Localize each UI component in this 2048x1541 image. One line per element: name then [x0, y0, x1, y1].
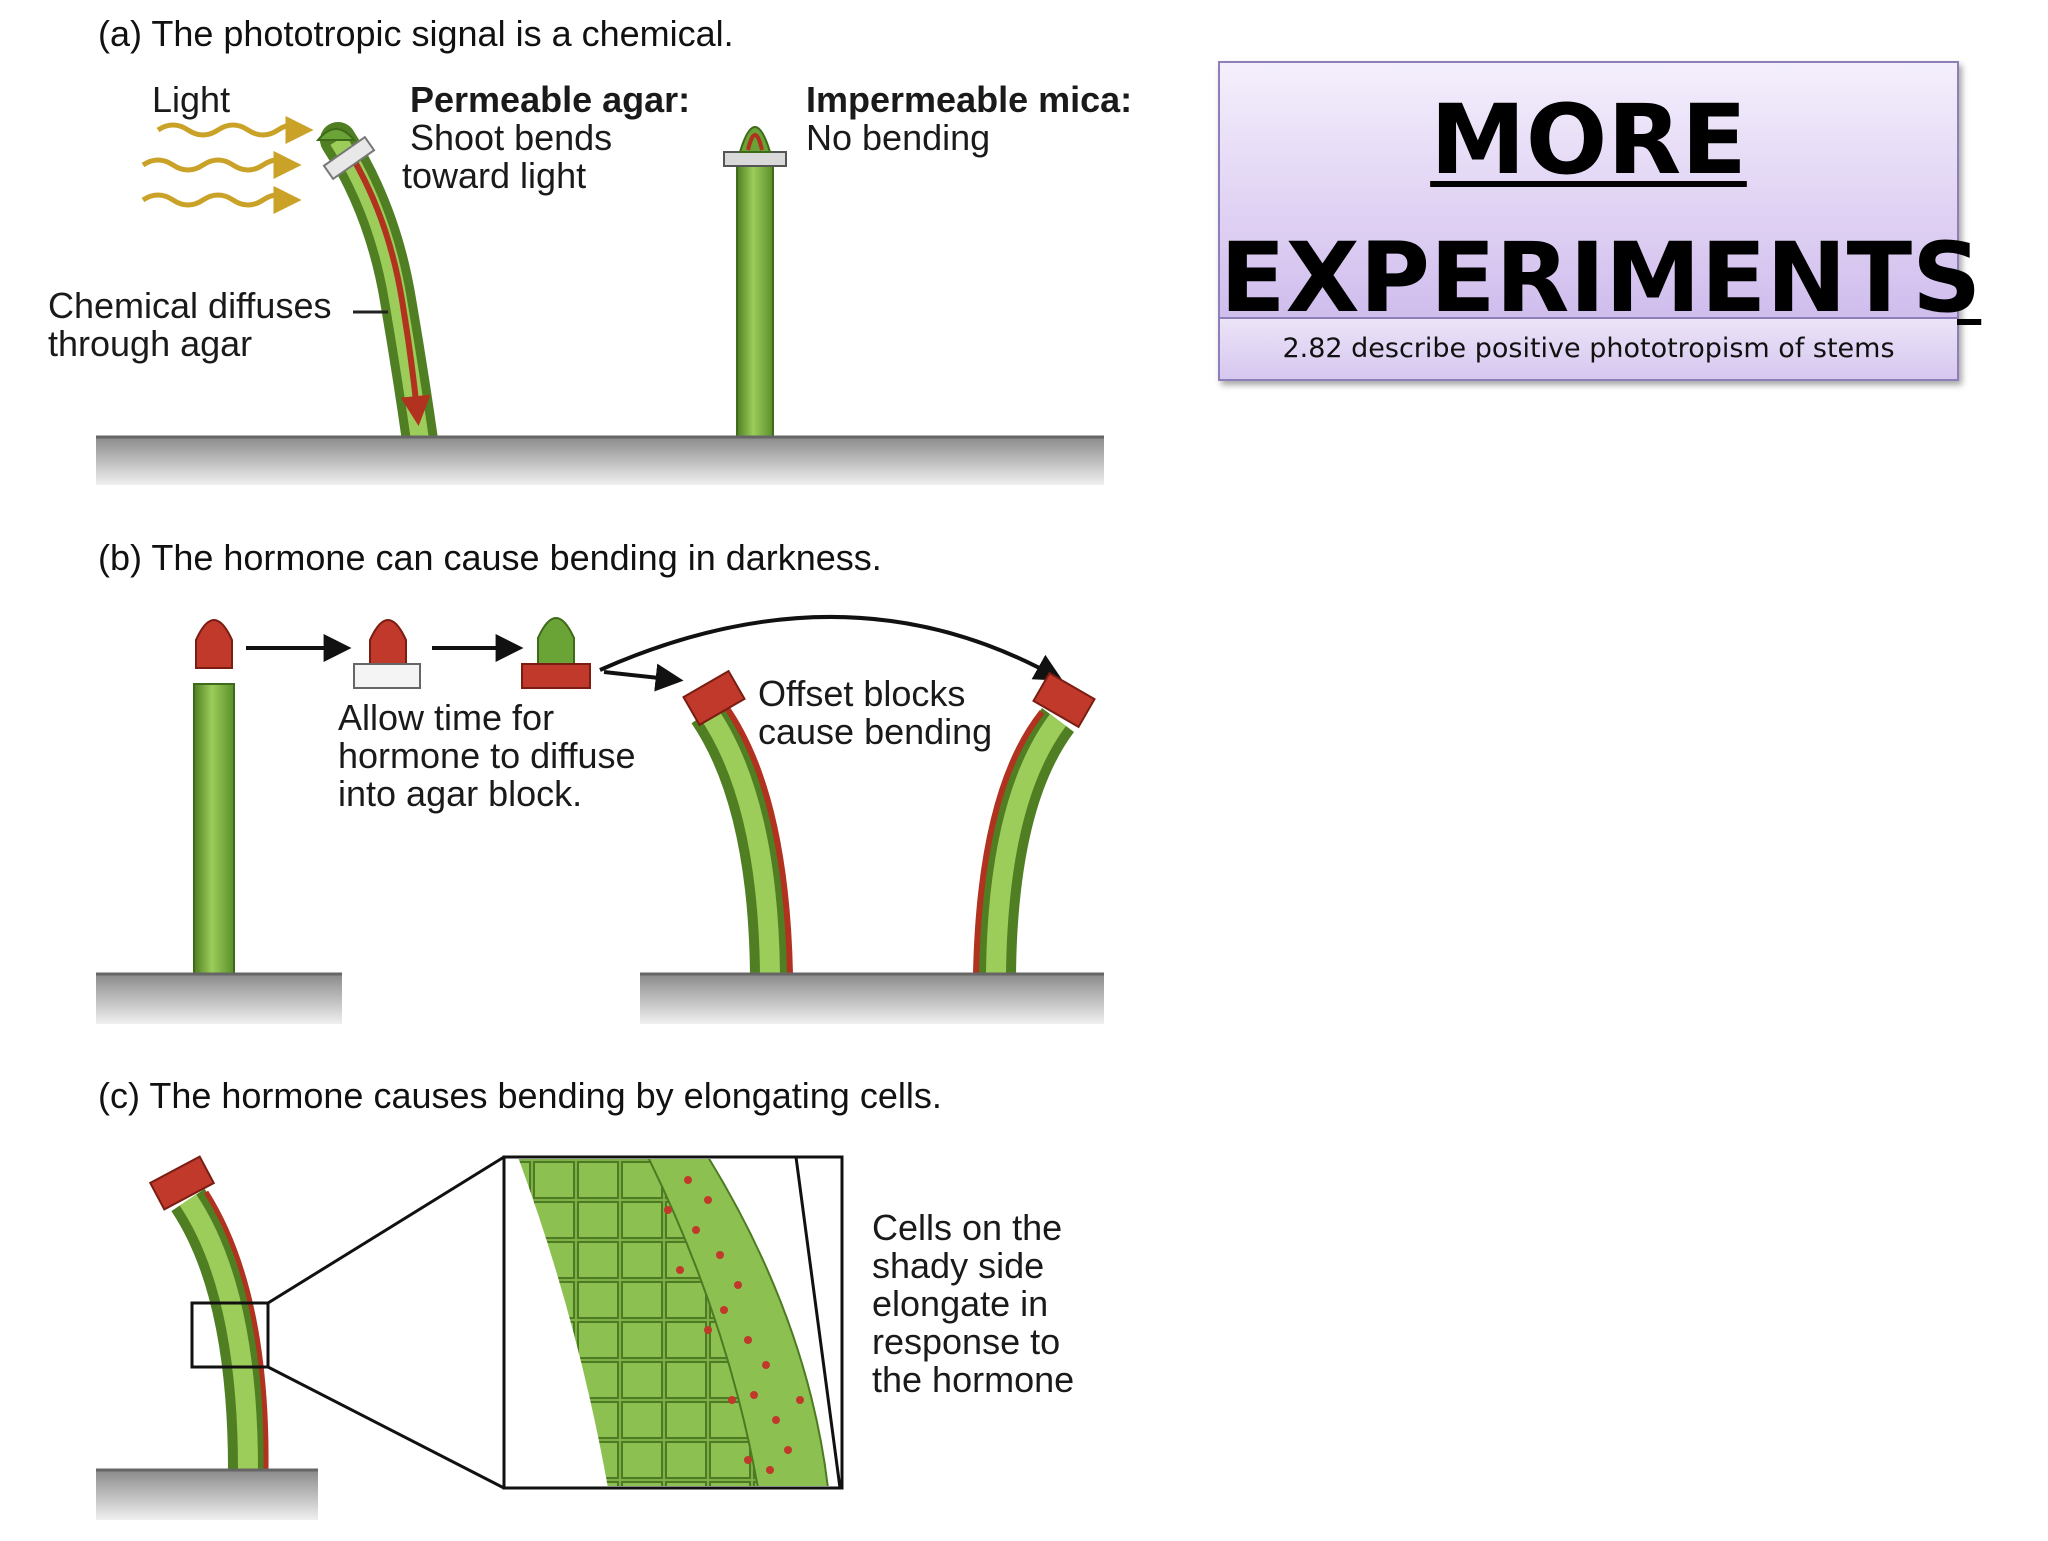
- chemical-line1: Chemical diffuses: [48, 285, 331, 326]
- magnified-cells: [502, 1155, 844, 1490]
- ground-c: [96, 1470, 318, 1520]
- agar-plain: [353, 663, 421, 689]
- cells-line4: response to: [872, 1321, 1060, 1362]
- hormone-dots: [664, 1176, 804, 1474]
- panel-a-heading: (a) The phototropic signal is a chemical…: [98, 13, 734, 54]
- phototropism-diagram: (a) The phototropic signal is a chemical…: [48, 0, 1164, 1536]
- offset-block-left: [682, 669, 746, 727]
- decapitated-shoot: [193, 683, 235, 975]
- subtitle-bar: 2.82 describe positive phototropism of s…: [1220, 317, 1957, 379]
- straight-shoot: [736, 164, 774, 438]
- light-label: Light: [152, 79, 230, 120]
- allow-line2: hormone to diffuse: [338, 735, 636, 776]
- title-box: MORE EXPERIMENTS 2.82 describe positive …: [1218, 61, 1982, 381]
- offset-line2: cause bending: [758, 711, 992, 752]
- cells-line5: the hormone: [872, 1359, 1074, 1400]
- permeable-line1: Shoot bends: [410, 117, 612, 158]
- offset-line1: Offset blocks: [758, 673, 965, 714]
- ground-b-left: [96, 974, 342, 1024]
- auxin-path: [345, 148, 431, 426]
- cells-line1: Cells on the: [872, 1207, 1062, 1248]
- allow-line1: Allow time for: [338, 697, 554, 738]
- panel-c: (c) The hormone causes bending by elonga…: [96, 1075, 1074, 1520]
- agar-with-hormone: [521, 663, 591, 689]
- cut-tip: [195, 619, 233, 669]
- panel-b: (b) The hormone can cause bending in dar…: [96, 537, 1104, 1024]
- panel-c-heading: (c) The hormone causes bending by elonga…: [98, 1075, 942, 1116]
- light-rays: [141, 115, 314, 215]
- agar-block: [322, 135, 376, 181]
- hormone-block-c: [148, 1155, 216, 1211]
- cells-line3: elongate in: [872, 1283, 1048, 1324]
- ground-a: [96, 437, 1104, 485]
- allow-line3: into agar block.: [338, 773, 582, 814]
- offset-block-right: [1032, 671, 1096, 729]
- slide-subtitle: 2.82 describe positive phototropism of s…: [1282, 333, 1895, 364]
- chemical-line2: through agar: [48, 323, 252, 364]
- panel-a: (a) The phototropic signal is a chemical…: [48, 13, 1132, 485]
- panel-b-heading: (b) The hormone can cause bending in dar…: [98, 537, 882, 578]
- mica-plate: [723, 151, 787, 167]
- zoom-region: [190, 1301, 270, 1369]
- permeable-title: Permeable agar:: [410, 79, 690, 120]
- impermeable-title: Impermeable mica:: [806, 79, 1132, 120]
- permeable-line2: toward light: [402, 155, 586, 196]
- slide-title: MORE EXPERIMENTS: [1220, 84, 1982, 334]
- ground-b-right: [640, 974, 1104, 1024]
- cells-line2: shady side: [872, 1245, 1044, 1286]
- impermeable-line1: No bending: [806, 117, 990, 158]
